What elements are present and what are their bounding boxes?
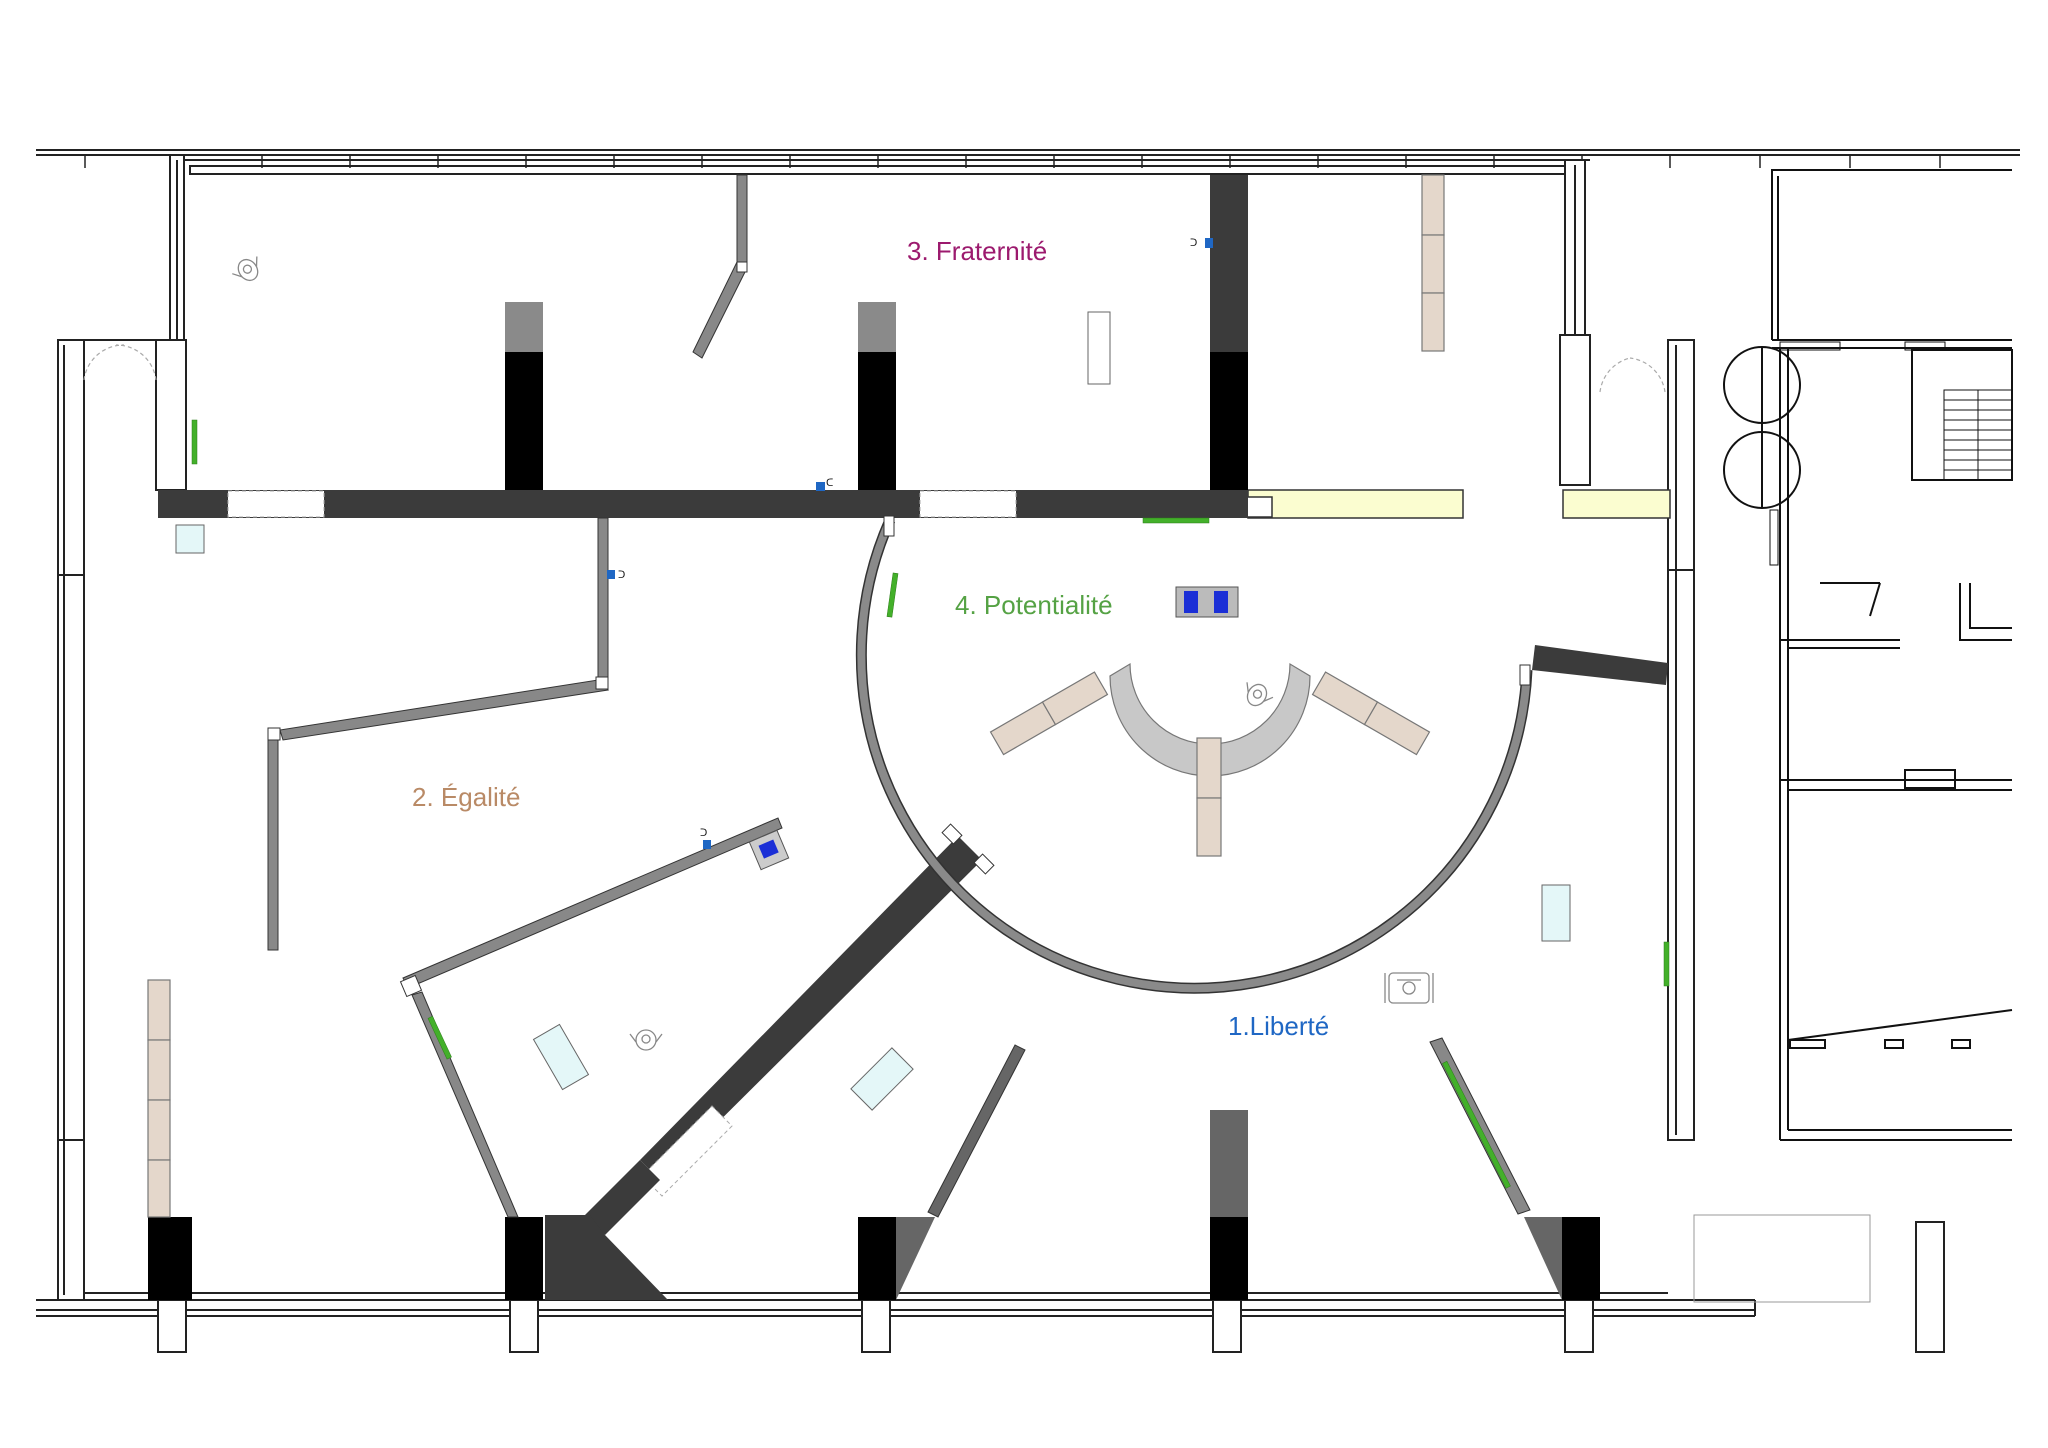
doors	[83, 344, 1666, 393]
room-label-liberte: 1.Liberté	[1228, 1011, 1329, 1041]
headphone-icons: ᑕ ᑐ ᑐ ᑐ	[618, 238, 1197, 839]
vitrines	[175, 311, 1571, 1111]
svg-text:ᑐ: ᑐ	[1190, 238, 1197, 249]
svg-text:ᑐ: ᑐ	[618, 570, 625, 581]
wheelchair-icon	[1384, 972, 1434, 1004]
svg-text:ᑕ: ᑕ	[826, 478, 833, 489]
main-walls	[148, 175, 1668, 1300]
svg-text:ᑐ: ᑐ	[700, 828, 707, 839]
person-icon-fraternite	[232, 256, 259, 282]
outer-walls	[36, 149, 2020, 1353]
benches	[147, 174, 1445, 1218]
right-annex	[1723, 169, 2013, 1141]
room-label-fraternite: 3. Fraternité	[907, 236, 1047, 266]
person-icon-egalite	[629, 1029, 663, 1051]
green-panels	[191, 419, 1670, 1189]
person-icon-potentialite	[1246, 682, 1274, 707]
yellow-zones	[1205, 489, 1671, 519]
screens	[607, 238, 1239, 871]
room-label-egalite: 2. Égalité	[412, 782, 520, 812]
potentialite-curved-wall	[855, 515, 1533, 994]
room-label-potentialite: 4. Potentialité	[955, 590, 1113, 620]
